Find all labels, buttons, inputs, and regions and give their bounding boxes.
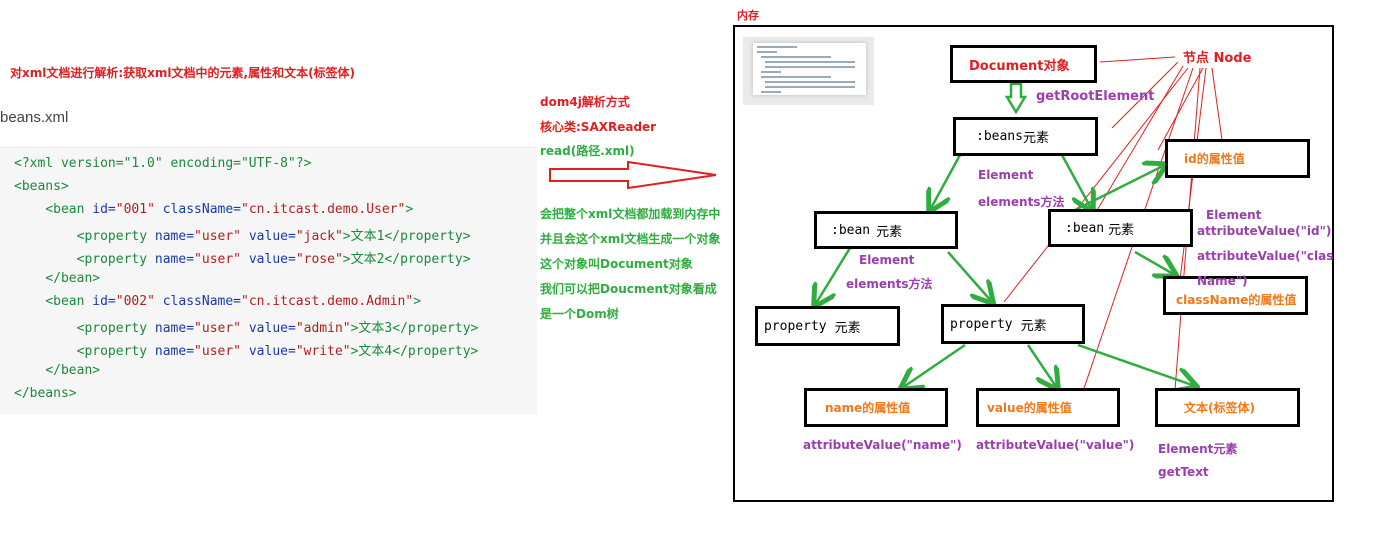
note-line-4: 我们可以把Doucment对象看成 bbox=[540, 282, 717, 296]
element-label-2: Element bbox=[859, 253, 915, 267]
text-value-label: 文本(标签体) bbox=[1184, 401, 1255, 415]
memory-frame bbox=[733, 25, 1334, 502]
code-line: <property name="user" value="jack">文本1</… bbox=[76, 229, 471, 244]
note-line-2: 并且会这个xml文档生成一个对象 bbox=[540, 232, 721, 246]
code-line: <bean id="002" className="cn.itcast.demo… bbox=[45, 294, 422, 309]
code-line: </bean> bbox=[45, 363, 101, 378]
xml-code-block: <?xml version="1.0" encoding="UTF-8"?> <b… bbox=[0, 147, 537, 414]
attr-class-label-1: attributeValue("clas bbox=[1197, 249, 1334, 263]
note-line-5: 是一个Dom树 bbox=[540, 307, 619, 321]
get-root-element-label: getRootElement bbox=[1036, 89, 1155, 104]
property-element-box-2: property 元素 bbox=[941, 304, 1085, 344]
value-value-label: value的属性值 bbox=[987, 401, 1072, 415]
text-value-box: 文本(标签体) bbox=[1155, 388, 1300, 427]
property1-suffix: 元素 bbox=[834, 320, 861, 336]
beans-suffix: 元素 bbox=[1022, 131, 1049, 146]
id-value-label: id的属性值 bbox=[1184, 152, 1245, 166]
code-line: </bean> bbox=[45, 271, 101, 286]
document-box: Document对象 bbox=[950, 45, 1097, 83]
value-value-box: value的属性值 bbox=[976, 388, 1120, 427]
property2-suffix: 元素 bbox=[1020, 318, 1047, 334]
id-value-box: id的属性值 bbox=[1165, 139, 1310, 178]
code-line: <bean id="001" className="cn.itcast.demo… bbox=[45, 202, 414, 217]
note-line-1: 会把整个xml文档都加载到内存中 bbox=[540, 207, 721, 221]
bean1-prefix: :bean bbox=[831, 222, 871, 238]
note-line-3: 这个对象叫Document对象 bbox=[540, 257, 693, 271]
bean2-suffix: 元素 bbox=[1108, 222, 1135, 238]
code-line: </beans> bbox=[14, 386, 77, 401]
element-label-3: Element bbox=[1206, 208, 1262, 222]
memory-label: 内存 bbox=[737, 9, 759, 22]
get-text-label: getText bbox=[1158, 465, 1209, 479]
property2-prefix: property bbox=[950, 316, 1013, 332]
code-line: <property name="user" value="admin">文本3<… bbox=[76, 321, 479, 336]
document-label: Document对象 bbox=[969, 58, 1070, 74]
bean1-suffix: 元素 bbox=[876, 224, 903, 240]
attr-class-label-2: Name") bbox=[1197, 274, 1248, 288]
attr-id-label: attributeValue("id") bbox=[1197, 224, 1332, 238]
element-yuansu-label: Element元素 bbox=[1158, 442, 1238, 456]
code-line: <?xml version="1.0" encoding="UTF-8"?> bbox=[14, 156, 312, 171]
big-arrow-icon bbox=[549, 160, 717, 190]
classname-value-box: className的属性值 bbox=[1163, 276, 1308, 315]
property-element-box-1: property 元素 bbox=[755, 306, 900, 346]
code-line: <property name="user" value="rose">文本2</… bbox=[76, 252, 471, 267]
name-value-box: name的属性值 bbox=[804, 388, 948, 427]
elements-method-label-1: elements方法 bbox=[978, 195, 1065, 209]
method-label: dom4j解析方式 bbox=[540, 95, 630, 109]
elements-method-label-2: elements方法 bbox=[846, 277, 933, 291]
bean-element-box-1: :bean 元素 bbox=[814, 211, 958, 249]
attr-value-label: attributeValue("value") bbox=[976, 438, 1135, 452]
read-label: read(路径.xml) bbox=[540, 144, 635, 158]
attr-name-label: attributeValue("name") bbox=[803, 438, 962, 452]
code-line: <beans> bbox=[14, 179, 69, 194]
beans-prefix: :beans bbox=[976, 129, 1023, 144]
node-label: 节点 Node bbox=[1183, 51, 1252, 66]
bean2-prefix: :bean bbox=[1065, 220, 1105, 236]
code-line: <property name="user" value="write">文本4<… bbox=[76, 344, 479, 359]
element-label-1: Element bbox=[978, 168, 1034, 182]
property1-prefix: property bbox=[764, 318, 827, 334]
file-name: beans.xml bbox=[0, 109, 69, 126]
page-heading: 对xml文档进行解析:获取xml文档中的元素,属性和文本(标签体) bbox=[10, 66, 356, 80]
classname-value-label: className的属性值 bbox=[1176, 293, 1297, 307]
name-value-label: name的属性值 bbox=[825, 401, 911, 415]
core-class-label: 核心类:SAXReader bbox=[540, 120, 657, 134]
xml-thumbnail bbox=[743, 37, 874, 105]
